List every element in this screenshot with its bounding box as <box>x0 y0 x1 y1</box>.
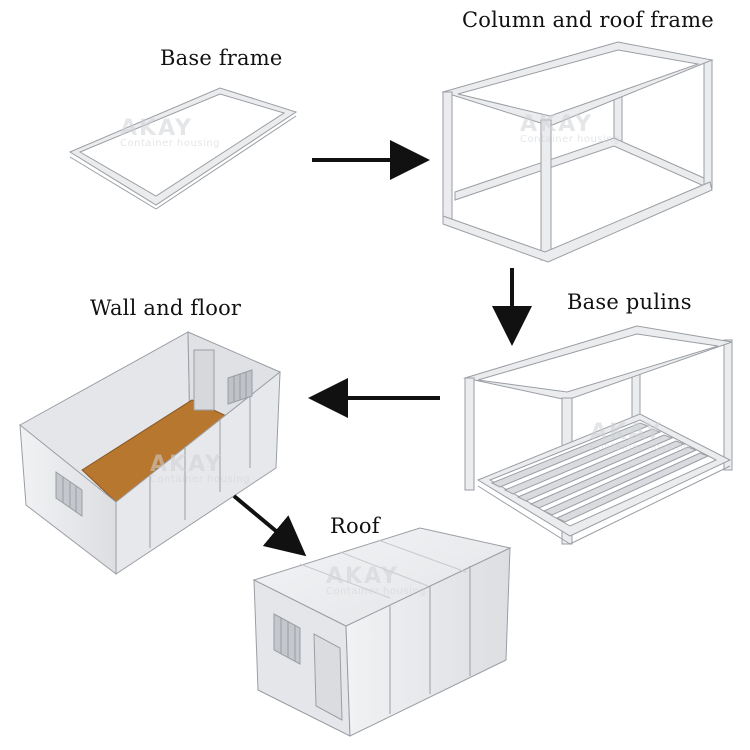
roof-illustration <box>252 527 512 737</box>
arrow-wall-to-roof <box>232 494 307 557</box>
base-frame-illustration <box>68 87 298 210</box>
label-column-roof-frame: Column and roof frame <box>462 8 714 32</box>
label-roof: Roof <box>330 514 380 538</box>
base-pulins-illustration <box>463 325 733 545</box>
label-base-frame: Base frame <box>160 46 283 70</box>
column-roof-frame-illustration <box>441 41 714 263</box>
label-base-pulins: Base pulins <box>567 290 692 314</box>
label-wall-floor: Wall and floor <box>90 296 242 320</box>
wall-floor-illustration <box>19 331 281 576</box>
